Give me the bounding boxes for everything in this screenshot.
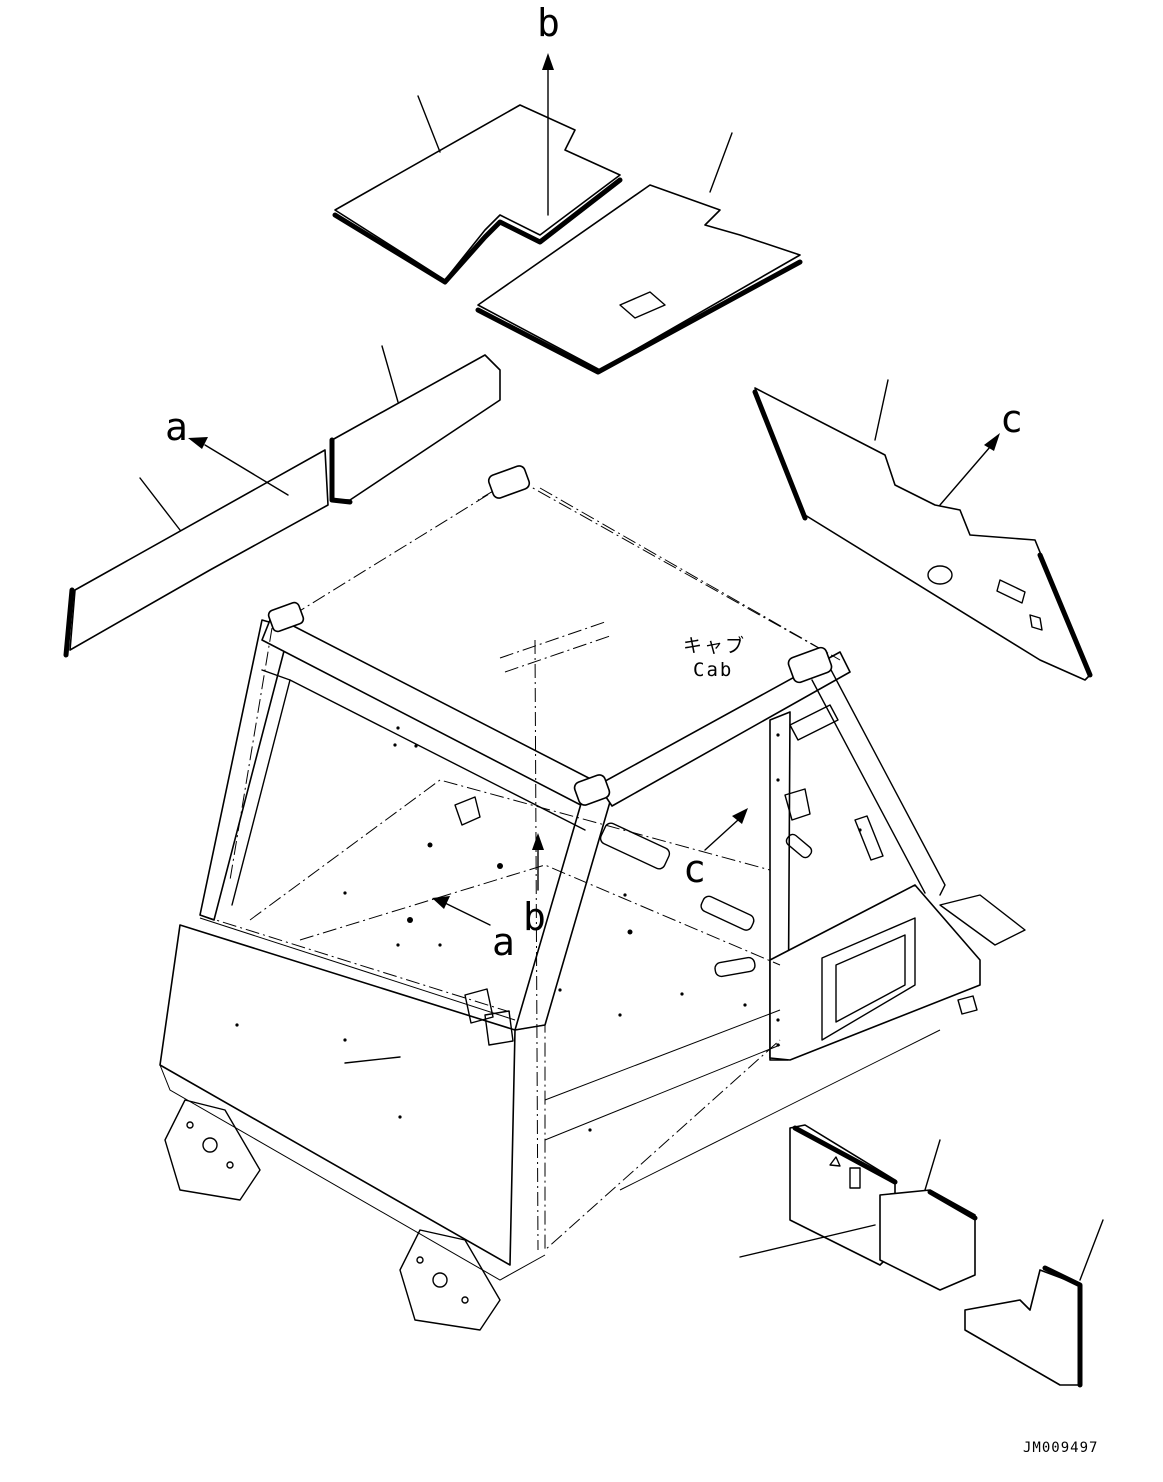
arrow-c-top: [939, 433, 1000, 506]
label-b-bottom: b: [523, 895, 546, 939]
cab-label-group: キャブ Cab: [499, 621, 746, 1251]
arrow-b-bottom: [532, 833, 544, 891]
arrow-c-bottom: [704, 808, 748, 851]
leader-lines: [344, 1056, 876, 1258]
label-a-top: a: [165, 405, 188, 449]
cab-label-japanese: キャブ: [683, 634, 746, 657]
side-panel-middle: [879, 1139, 978, 1291]
mounting-holes: [235, 726, 862, 1132]
arrow-b-top: [542, 53, 554, 216]
cab-frame: [159, 465, 1026, 1331]
label-c-top: c: [1000, 397, 1023, 441]
label-b-top: b: [537, 1, 560, 45]
label-c-bottom: c: [683, 847, 706, 891]
rear-wall-insulation: [752, 379, 1093, 681]
arrow-a-top: [188, 437, 289, 496]
front-strip-upper: [329, 345, 501, 505]
front-strip-lower: [63, 449, 329, 658]
side-panel-small: [964, 1219, 1104, 1388]
arrow-a-bottom: [432, 896, 491, 926]
label-a-bottom: a: [492, 920, 515, 964]
roof-mat-right: [475, 132, 803, 375]
cab-label-english: Cab: [693, 659, 733, 681]
drawing-code: JM009497: [1023, 1440, 1098, 1456]
